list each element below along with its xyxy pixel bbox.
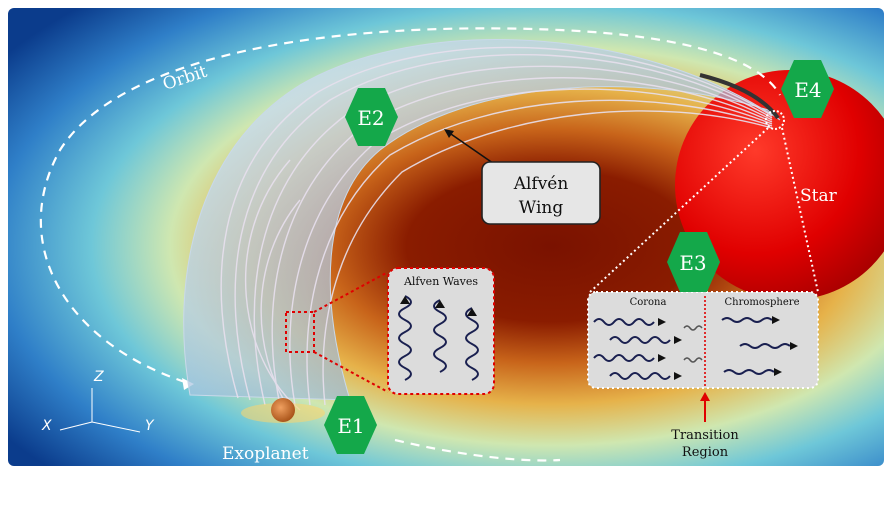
event-e4-marker: E4 bbox=[781, 60, 834, 118]
alfven-wing-tube bbox=[183, 38, 781, 401]
alfven-wing-label-box bbox=[481, 161, 601, 225]
axis-y-label: Y bbox=[145, 418, 155, 434]
star-zoom-line-left bbox=[589, 127, 769, 293]
wing-tip bbox=[699, 73, 780, 120]
transition-arrow-head-icon bbox=[700, 392, 710, 401]
chromosphere-label: Chromosphere bbox=[725, 297, 800, 308]
corona-label: Corona bbox=[630, 297, 667, 308]
exoplanet-sphere bbox=[271, 398, 295, 422]
star-sphere bbox=[675, 70, 884, 300]
star-label: Star bbox=[800, 186, 838, 206]
event-e3-label: E3 bbox=[679, 251, 706, 275]
axis-x-label: X bbox=[41, 418, 52, 434]
wing-pointer-head-icon bbox=[444, 129, 454, 138]
orbit-path bbox=[39, 27, 781, 384]
zoom-line-bottom bbox=[313, 351, 389, 393]
event-e1-marker: E1 bbox=[324, 396, 377, 454]
orbit-path-lower bbox=[394, 438, 561, 462]
event-e3-marker: E3 bbox=[667, 232, 720, 292]
zoom-line-top bbox=[313, 271, 389, 313]
axes-triad bbox=[59, 388, 141, 433]
star-footpoint-circle bbox=[765, 110, 785, 130]
axis-z-label: Z bbox=[93, 369, 104, 385]
alfven-wing-label-line1: Alfvén bbox=[513, 174, 569, 194]
event-e2-marker: E2 bbox=[345, 88, 398, 146]
wave-zoom-source-box bbox=[285, 311, 315, 353]
atmosphere-inset: Corona Chromosphere bbox=[587, 291, 819, 389]
alfven-waves-inset: Alfven Waves bbox=[387, 267, 495, 395]
field-lines bbox=[220, 46, 773, 411]
event-e1-label: E1 bbox=[337, 414, 364, 438]
transition-label-line2: Region bbox=[682, 445, 729, 460]
alfven-waves-label: Alfven Waves bbox=[403, 275, 478, 288]
alfven-wing-label-line2: Wing bbox=[519, 198, 564, 218]
exoplanet-label: Exoplanet bbox=[222, 444, 309, 464]
event-e2-label: E2 bbox=[357, 106, 384, 130]
event-e4-label: E4 bbox=[794, 78, 821, 102]
transition-label-line1: Transition bbox=[671, 428, 739, 443]
